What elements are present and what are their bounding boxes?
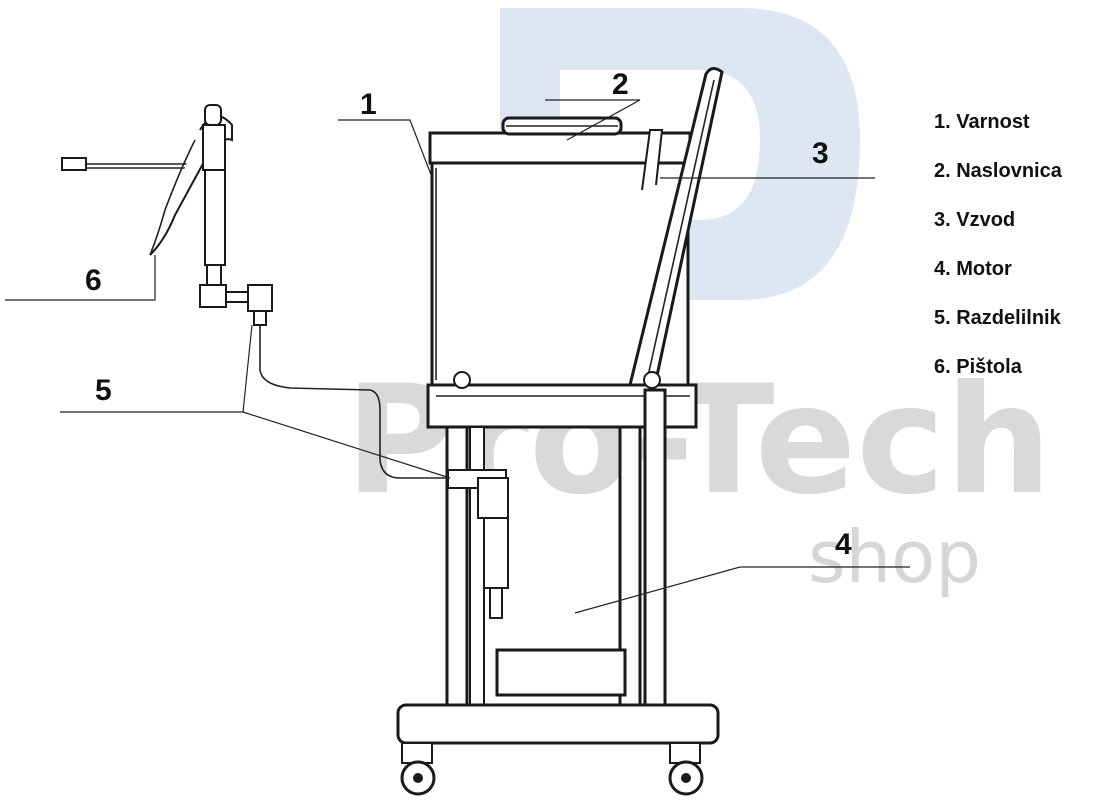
legend-item-5: 5. Razdelilnik (934, 307, 1061, 329)
spray-gun (61, 104, 273, 326)
cart-handle (628, 67, 724, 387)
callout-numbers: 1 2 3 4 5 6 (85, 68, 852, 561)
callout-5: 5 (95, 374, 112, 407)
motor-box (495, 648, 627, 697)
watermark-sub: shop (808, 515, 981, 599)
legend-item-2: 2. Naslovnica (934, 160, 1062, 182)
callout-2: 2 (612, 68, 629, 101)
callout-6: 6 (85, 264, 102, 297)
legend-item-3: 3. Vzvod (934, 209, 1016, 231)
legend-item-4: 4. Motor (934, 258, 1012, 280)
wheels (400, 742, 704, 796)
distributor (447, 469, 509, 619)
base (396, 703, 720, 745)
hose (259, 325, 448, 479)
lever (641, 129, 664, 191)
callout-4: 4 (835, 528, 852, 561)
callout-3: 3 (812, 137, 829, 170)
legend-item-6: 6. Pištola (934, 356, 1022, 378)
leader-lines (5, 99, 910, 614)
parts-legend: 1. Varnost 2. Naslovnica 3. Vzvod 4. Mot… (934, 98, 1094, 392)
legend-item-1: 1. Varnost (934, 111, 1030, 133)
callout-1: 1 (360, 88, 377, 121)
